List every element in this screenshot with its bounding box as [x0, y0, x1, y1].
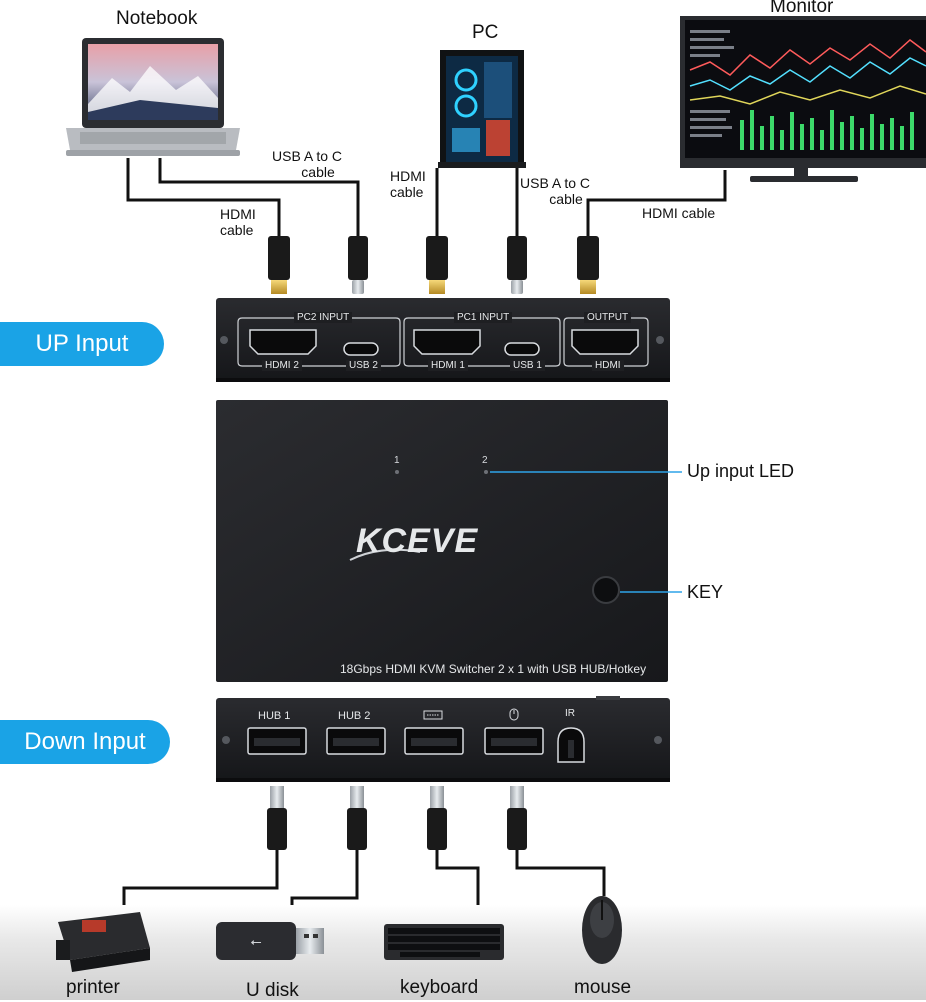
down-input-badge: Down Input: [0, 720, 170, 764]
model-description: 18Gbps HDMI KVM Switcher 2 x 1 with USB …: [340, 662, 647, 676]
usb-a-plug-mouse: [507, 786, 527, 850]
led-1-indicator: [395, 470, 399, 474]
led-2-indicator: [484, 470, 488, 474]
hdmi-plug-monitor: [577, 236, 599, 294]
mouse-caption: mouse: [574, 977, 632, 998]
keyboard-illustration: [384, 924, 504, 960]
hub1-port-label: HUB 1: [258, 710, 291, 722]
mouse-icon: [509, 708, 519, 721]
front-panel: [216, 400, 682, 682]
hdmi2-port-label: HDMI 2: [262, 360, 302, 371]
mouse-illustration: [582, 896, 622, 964]
brand-logo: KCEVE: [356, 522, 479, 560]
rear-output-panel: [216, 696, 670, 782]
pc2-input-label: PC2 INPUT: [294, 312, 353, 323]
usbc-plug-notebook: [348, 236, 368, 294]
hdmi-plug-pc: [426, 236, 448, 294]
notebook-illustration: [66, 38, 240, 156]
up-input-badge: UP Input: [0, 322, 164, 366]
notebook-label: Notebook: [116, 8, 198, 29]
usb-a-plug-printer: [267, 786, 287, 850]
notebook-usb-cable-label: USB A to C cable: [272, 148, 343, 180]
key-callout: KEY: [687, 582, 724, 602]
printer-illustration: [56, 912, 150, 972]
up-input-led-callout: Up input LED: [687, 461, 795, 481]
usb-a-plug-udisk: [347, 786, 367, 850]
usb1-port-label: USB 1: [510, 360, 545, 371]
printer-caption: printer: [66, 977, 120, 998]
usbc-plug-pc: [507, 236, 527, 294]
top-cables: [126, 158, 727, 240]
usb-symbol-icon: ⭠: [250, 934, 261, 950]
keyboard-caption: keyboard: [400, 977, 479, 998]
pc-usb-cable-label: USB A to C cable: [520, 175, 591, 207]
usb2-port-label: USB 2: [346, 360, 381, 371]
notebook-hdmi-cable-label: HDMI cable: [220, 206, 256, 238]
pc-label: PC: [472, 22, 499, 43]
pc1-input-label: PC1 INPUT: [454, 312, 513, 323]
monitor-illustration: [680, 16, 926, 182]
key-button[interactable]: [592, 576, 620, 604]
udisk-caption: U disk: [246, 980, 299, 1001]
usb-a-plug-keyboard: [427, 786, 447, 850]
udisk-illustration: ⭠: [216, 922, 324, 960]
pc-illustration: [438, 50, 526, 168]
hdmi-plug-notebook: [268, 236, 290, 294]
output-label: OUTPUT: [584, 312, 632, 323]
ir-label: IR: [565, 708, 575, 719]
hdmi1-port-label: HDMI 1: [428, 360, 468, 371]
pc-hdmi-cable-label: HDMI cable: [390, 168, 426, 200]
monitor-label: Monitor: [770, 0, 834, 17]
led-1-label: 1: [394, 455, 400, 466]
monitor-hdmi-cable-label: HDMI cable: [642, 205, 716, 221]
hdmi-output-port-label: HDMI: [592, 360, 624, 371]
hub2-port-label: HUB 2: [338, 710, 371, 722]
keyboard-icon: [423, 710, 443, 720]
led-2-label: 2: [482, 455, 488, 466]
